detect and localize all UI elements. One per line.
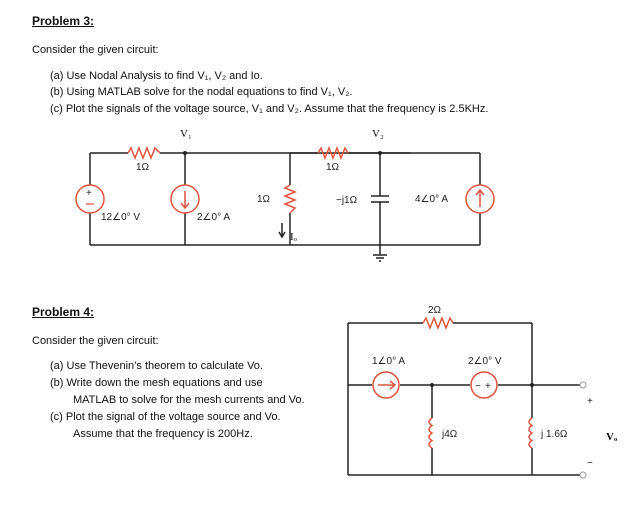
problem4-intro: Consider the given circuit: [32, 335, 159, 347]
terminal-bottom [579, 471, 587, 479]
voltage-source-icon [75, 184, 105, 214]
label-r-2ohm: 2Ω [428, 305, 442, 316]
label-vsource-p4: 2∠0° V [468, 356, 502, 367]
label-vsource: 12∠0° V [101, 212, 140, 223]
problem4-title: Problem 4: [32, 305, 95, 319]
label-vo: Vₒ [606, 431, 617, 443]
label-io: Iₒ [290, 231, 297, 243]
problem3-part-a: (a) Use Nodal Analysis to find V₁, V₂ an… [50, 70, 263, 82]
problem4-part-a: (a) Use Thevenin’s theorem to calculate … [50, 360, 263, 372]
problem3-part-b: (b) Using MATLAB solve for the nodal equ… [50, 86, 353, 98]
label-isource-p4: 1∠0° A [372, 356, 405, 367]
label-v1: V₁ [180, 128, 192, 140]
svg-text:+: + [485, 381, 491, 392]
voltage-source-icon-p4 [470, 371, 498, 399]
terminal-top [579, 381, 587, 389]
problem4-part-c-cont: Assume that the frequency is 200Hz. [73, 428, 253, 440]
label-r-mid: 1Ω [257, 194, 271, 205]
label-r-top-right: 1Ω [326, 162, 340, 173]
resistor-top-right [317, 145, 349, 161]
label-isource-right: 4∠0° A [415, 194, 448, 205]
problem4-part-c: (c) Plot the signal of the voltage sourc… [50, 411, 281, 423]
svg-text:−: − [475, 381, 481, 392]
label-inductor-j16: j 1.6Ω [540, 429, 568, 440]
resistor-2ohm [422, 315, 454, 331]
resistor-top-left [127, 145, 161, 161]
label-r-top-left: 1Ω [136, 162, 150, 173]
problem3-title: Problem 3: [32, 14, 95, 28]
inductor-j4 [428, 417, 434, 449]
problem3-part-c: (c) Plot the signals of the voltage sour… [50, 103, 489, 115]
svg-text:+: + [86, 188, 92, 199]
ground-icon [373, 254, 387, 262]
label-isource-left: 2∠0° A [197, 212, 230, 223]
label-minus: − [587, 458, 593, 469]
label-capacitor: −j1Ω [336, 195, 358, 206]
label-plus: + [587, 396, 593, 407]
label-v2: V₂ [372, 128, 384, 140]
resistor-mid [282, 184, 298, 214]
label-inductor-j4: j4Ω [441, 429, 458, 440]
problem4-part-b-cont: MATLAB to solve for the mesh currents an… [73, 394, 305, 406]
problem3-intro: Consider the given circuit: [32, 44, 159, 56]
problem4-part-b: (b) Write down the mesh equations and us… [50, 377, 263, 389]
inductor-j16 [528, 417, 534, 449]
